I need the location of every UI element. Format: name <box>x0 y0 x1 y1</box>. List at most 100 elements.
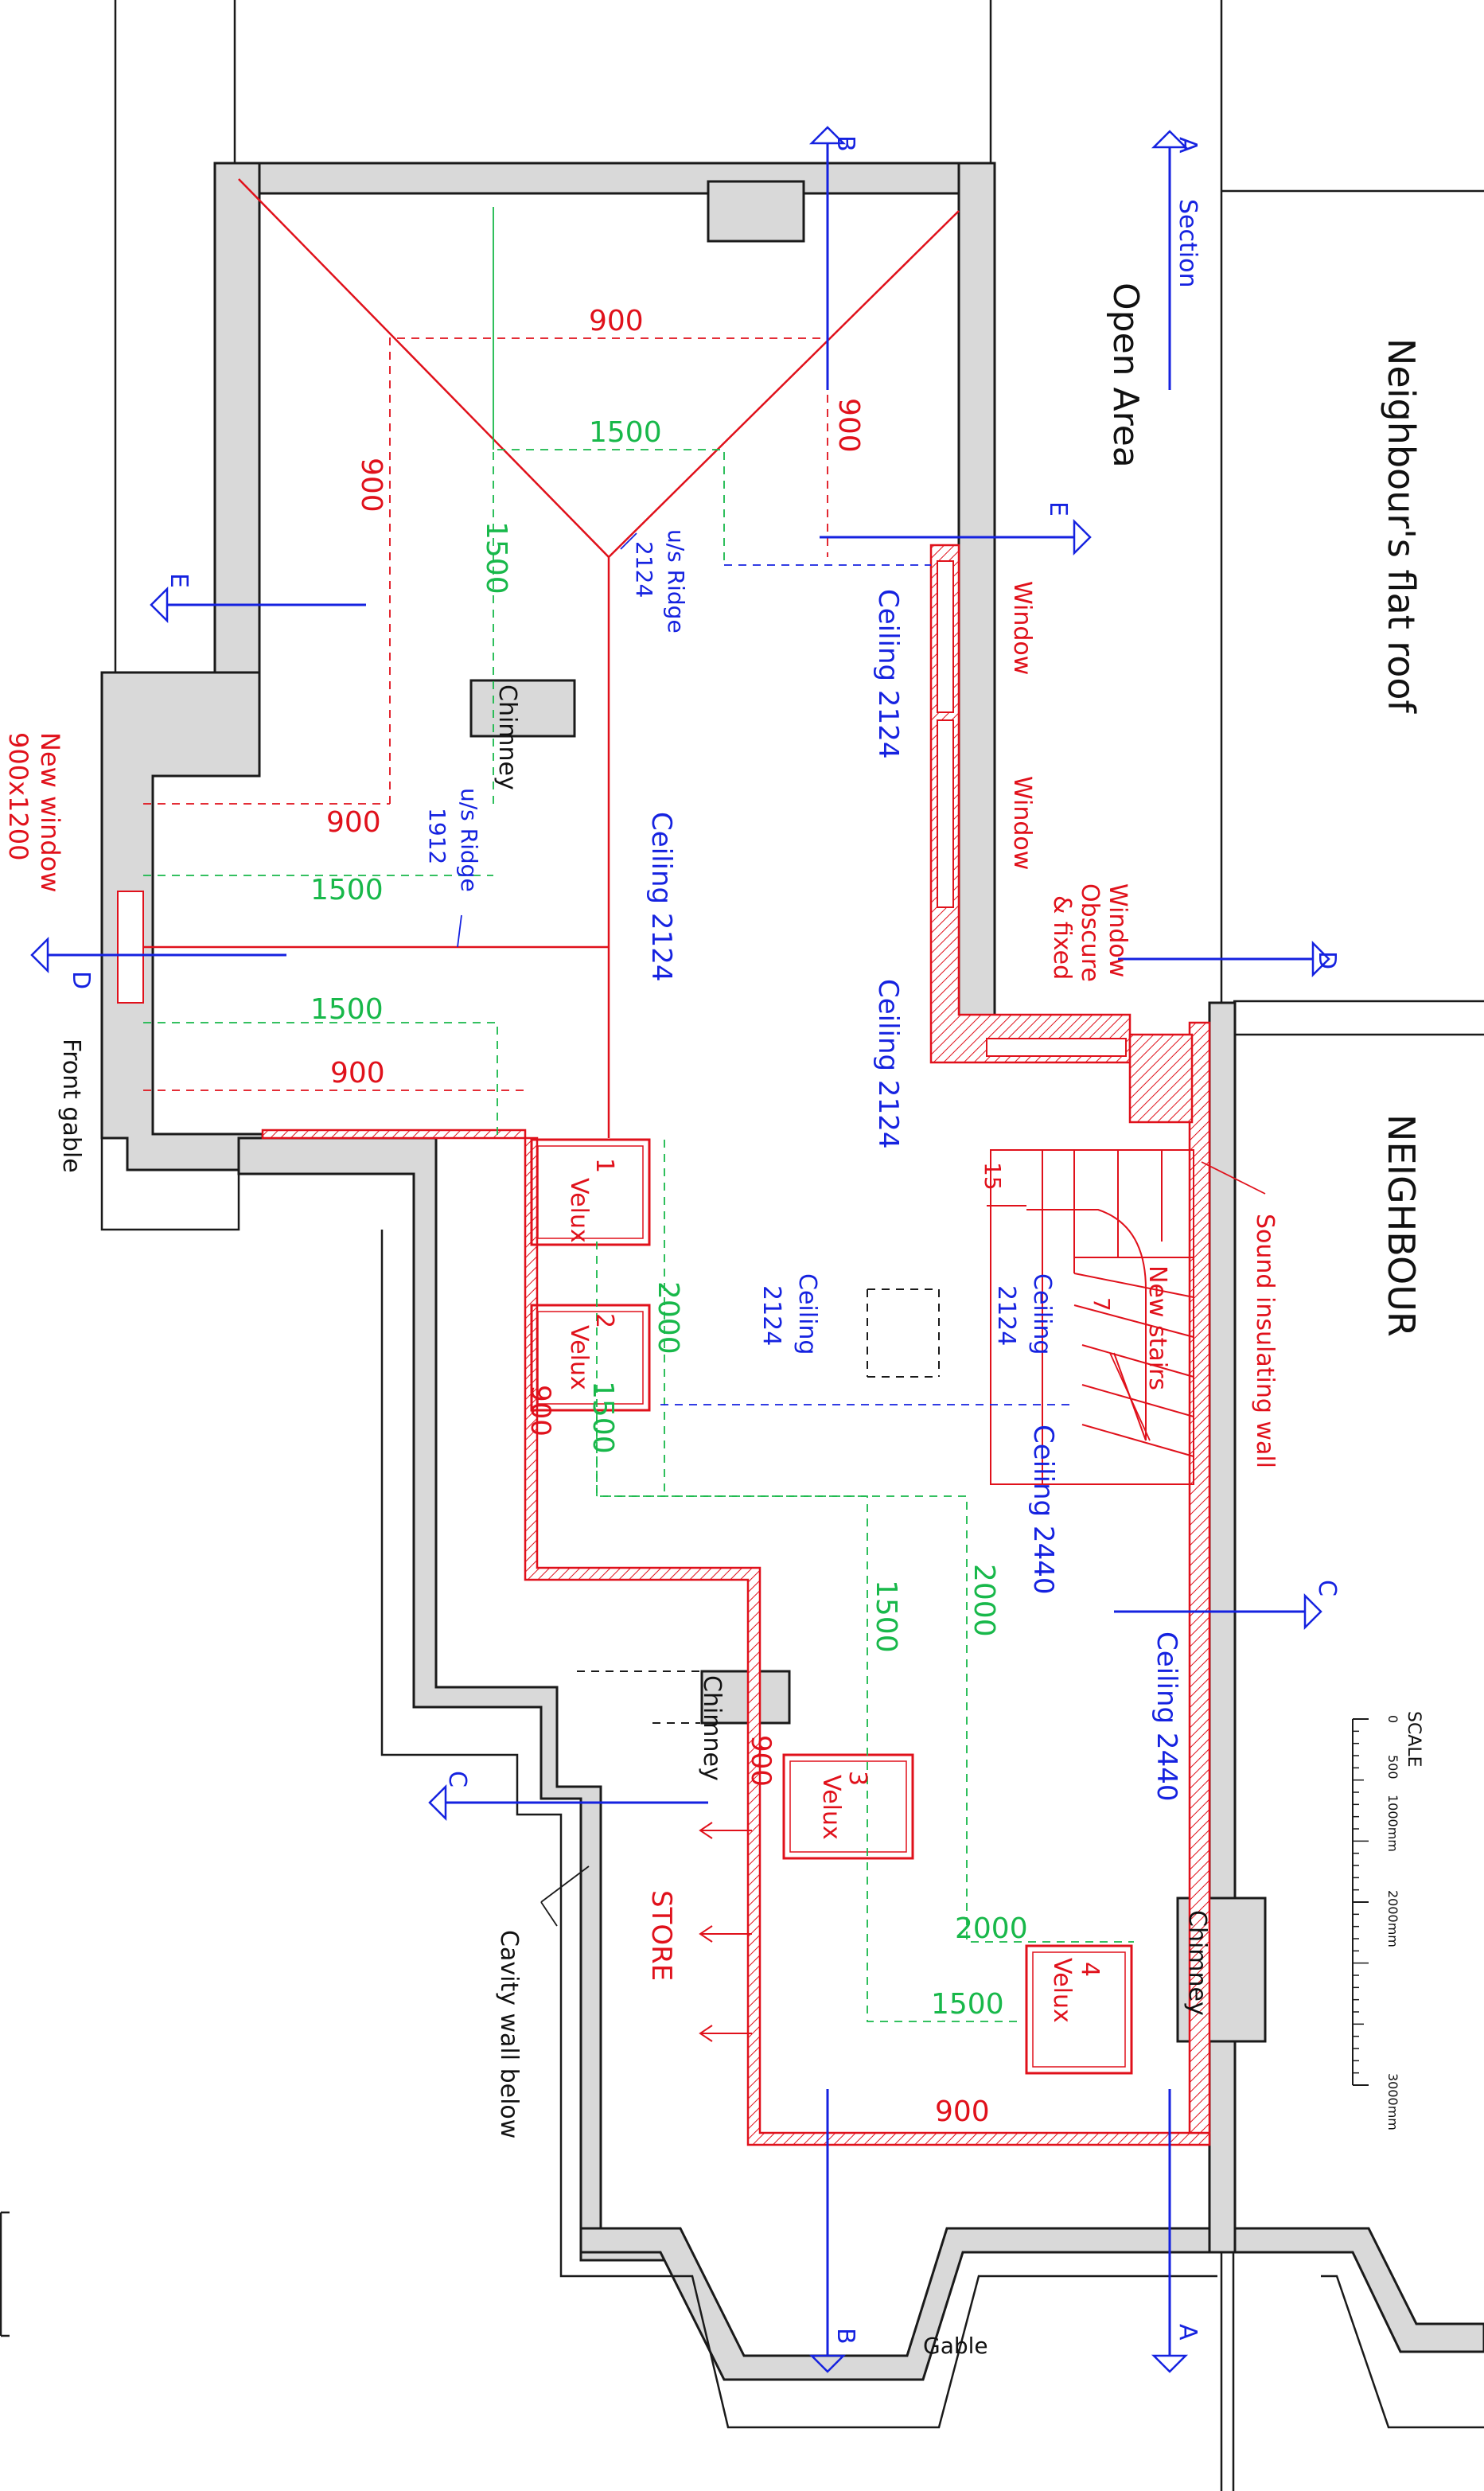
ceiling-label-7: Ceiling 2440 <box>1151 1631 1182 1801</box>
text-labels: Neighbour's flat roof Open Area NEIGHBOU… <box>3 135 1424 2359</box>
chimney-lower <box>700 1670 791 1725</box>
scale-1000: 1000mm <box>1385 1795 1400 1852</box>
scale-500: 500 <box>1385 1755 1400 1780</box>
rear-gable-wall <box>579 2227 1211 2381</box>
velux-2-label: Velux <box>565 1325 593 1390</box>
velux-4-label: Velux <box>1048 1958 1076 2023</box>
label-chimney-lower: Chimney <box>698 1675 726 1781</box>
velux-3 <box>782 1753 914 1860</box>
new-wall-party <box>1188 1021 1211 2134</box>
party-wall <box>1208 1001 1237 2254</box>
label-open-area: Open Area <box>1105 283 1146 468</box>
section-arrows <box>30 126 1330 2373</box>
blue-dashed-lines <box>660 564 1074 1405</box>
velux-3-number: 3 <box>843 1771 871 1786</box>
dim-1500-top: 1500 <box>589 416 662 449</box>
ceiling-label-1: Ceiling 2124 <box>872 589 904 758</box>
ridge-label-1a: u/s Ridge <box>663 529 689 633</box>
dim-900-right-top: 900 <box>832 398 865 453</box>
scale-ticks <box>1353 1718 1369 2086</box>
velux-1-number: 1 <box>590 1158 618 1173</box>
rear-right-gable <box>1233 2227 1484 2353</box>
section-b-top: B <box>832 135 859 152</box>
section-c-right: C <box>1313 1580 1341 1596</box>
velux-4 <box>1025 1944 1133 2075</box>
black-marks <box>577 1288 940 1724</box>
ceiling-label-5a: Ceiling <box>1028 1273 1056 1355</box>
dim-1500-left: 1500 <box>480 521 512 594</box>
label-stair-15: 15 <box>980 1162 1006 1191</box>
scale-3000: 3000mm <box>1385 2073 1400 2130</box>
ridge-label-2b: 1912 <box>424 808 450 864</box>
top-wall <box>213 162 996 195</box>
label-sound-wall: Sound insulating wall <box>1251 1214 1279 1468</box>
dim-1500-velux4: 1500 <box>931 1988 1004 2021</box>
label-stair-7: 7 <box>1089 1297 1115 1312</box>
window-frame-3 <box>986 1038 1127 1057</box>
scale-2000: 2000mm <box>1385 1890 1400 1947</box>
label-window-3a: Window <box>1104 883 1132 977</box>
stair-outline <box>990 1149 1194 1485</box>
dim-900-velux3: 900 <box>745 1735 777 1787</box>
red-dashed-lines <box>143 337 828 1091</box>
right-upper-wall <box>957 162 996 1024</box>
dim-1500-mid: 1500 <box>310 874 384 906</box>
velux-2 <box>530 1304 651 1412</box>
ridge-label-2a: u/s Ridge <box>456 788 482 892</box>
hip-roof-lines <box>127 178 960 1138</box>
leader-lines <box>457 532 1266 1927</box>
section-a-bottom: A <box>1174 2324 1202 2341</box>
section-e-left: E <box>165 573 193 588</box>
dim-1500-lower: 1500 <box>310 993 384 1026</box>
ceiling-label-6: Ceiling 2440 <box>1027 1425 1059 1594</box>
ridge-label-1b: 2124 <box>631 541 657 598</box>
outer-lines <box>100 672 1484 2429</box>
window-frame-2 <box>937 719 954 908</box>
section-lines <box>48 143 1313 2356</box>
dim-900-bottom: 900 <box>935 2095 990 2128</box>
label-window-3b: Obscure <box>1076 883 1104 982</box>
ceiling-label-2: Ceiling 2124 <box>645 812 677 981</box>
dim-900-left-top: 900 <box>355 458 388 513</box>
section-d-right: D <box>1313 951 1341 969</box>
dim-1500-centre: 1500 <box>870 1580 902 1653</box>
new-walls <box>261 544 1211 2146</box>
label-neighbour: NEIGHBOUR <box>1380 1114 1423 1337</box>
chimney-mid <box>469 679 576 738</box>
dim-1500-velux: 1500 <box>586 1381 619 1454</box>
scale-0: 0 <box>1385 1715 1400 1723</box>
ceiling-label-5b: 2124 <box>992 1285 1020 1346</box>
label-store: STORE <box>645 1890 677 1981</box>
label-front-gable: Front gable <box>57 1039 85 1173</box>
sound-wall-box <box>1128 1033 1194 1124</box>
section-a-title: Section <box>1174 199 1202 287</box>
section-a-top: A <box>1174 137 1202 154</box>
ceiling-label-4a: Ceiling <box>793 1273 821 1355</box>
label-new-window-1: New window <box>35 732 65 892</box>
dim-2000-centre: 2000 <box>968 1564 1000 1637</box>
label-chimney-right: Chimney <box>1183 1910 1211 2016</box>
store-arrows <box>699 1822 752 2042</box>
velux-2-number: 2 <box>590 1313 618 1328</box>
label-neighbours-flat-roof: Neighbour's flat roof <box>1380 338 1423 714</box>
label-window-2: Window <box>1008 776 1036 870</box>
velux-4-number: 4 <box>1076 1962 1104 1977</box>
velux-windows <box>530 1138 1133 2075</box>
scale-title: SCALE <box>1404 1711 1424 1768</box>
front-window-frame <box>117 891 144 1004</box>
velux-1-label: Velux <box>565 1178 593 1243</box>
dim-900-lower-left: 900 <box>330 1057 385 1090</box>
section-c-left: C <box>443 1771 471 1787</box>
dim-900-mid: 900 <box>326 806 381 839</box>
label-window-3c: & fixed <box>1048 895 1076 980</box>
dim-900-top: 900 <box>589 305 644 337</box>
dim-2000-velux: 2000 <box>652 1281 684 1355</box>
section-d-left: D <box>67 971 95 989</box>
window-frames <box>117 560 1127 1057</box>
green-dashed-lines <box>143 449 1134 2022</box>
velux-1 <box>530 1138 651 1246</box>
velux-3-label: Velux <box>817 1775 845 1840</box>
label-new-stairs: New stairs <box>1143 1265 1171 1390</box>
section-b-bottom: B <box>832 2328 859 2345</box>
